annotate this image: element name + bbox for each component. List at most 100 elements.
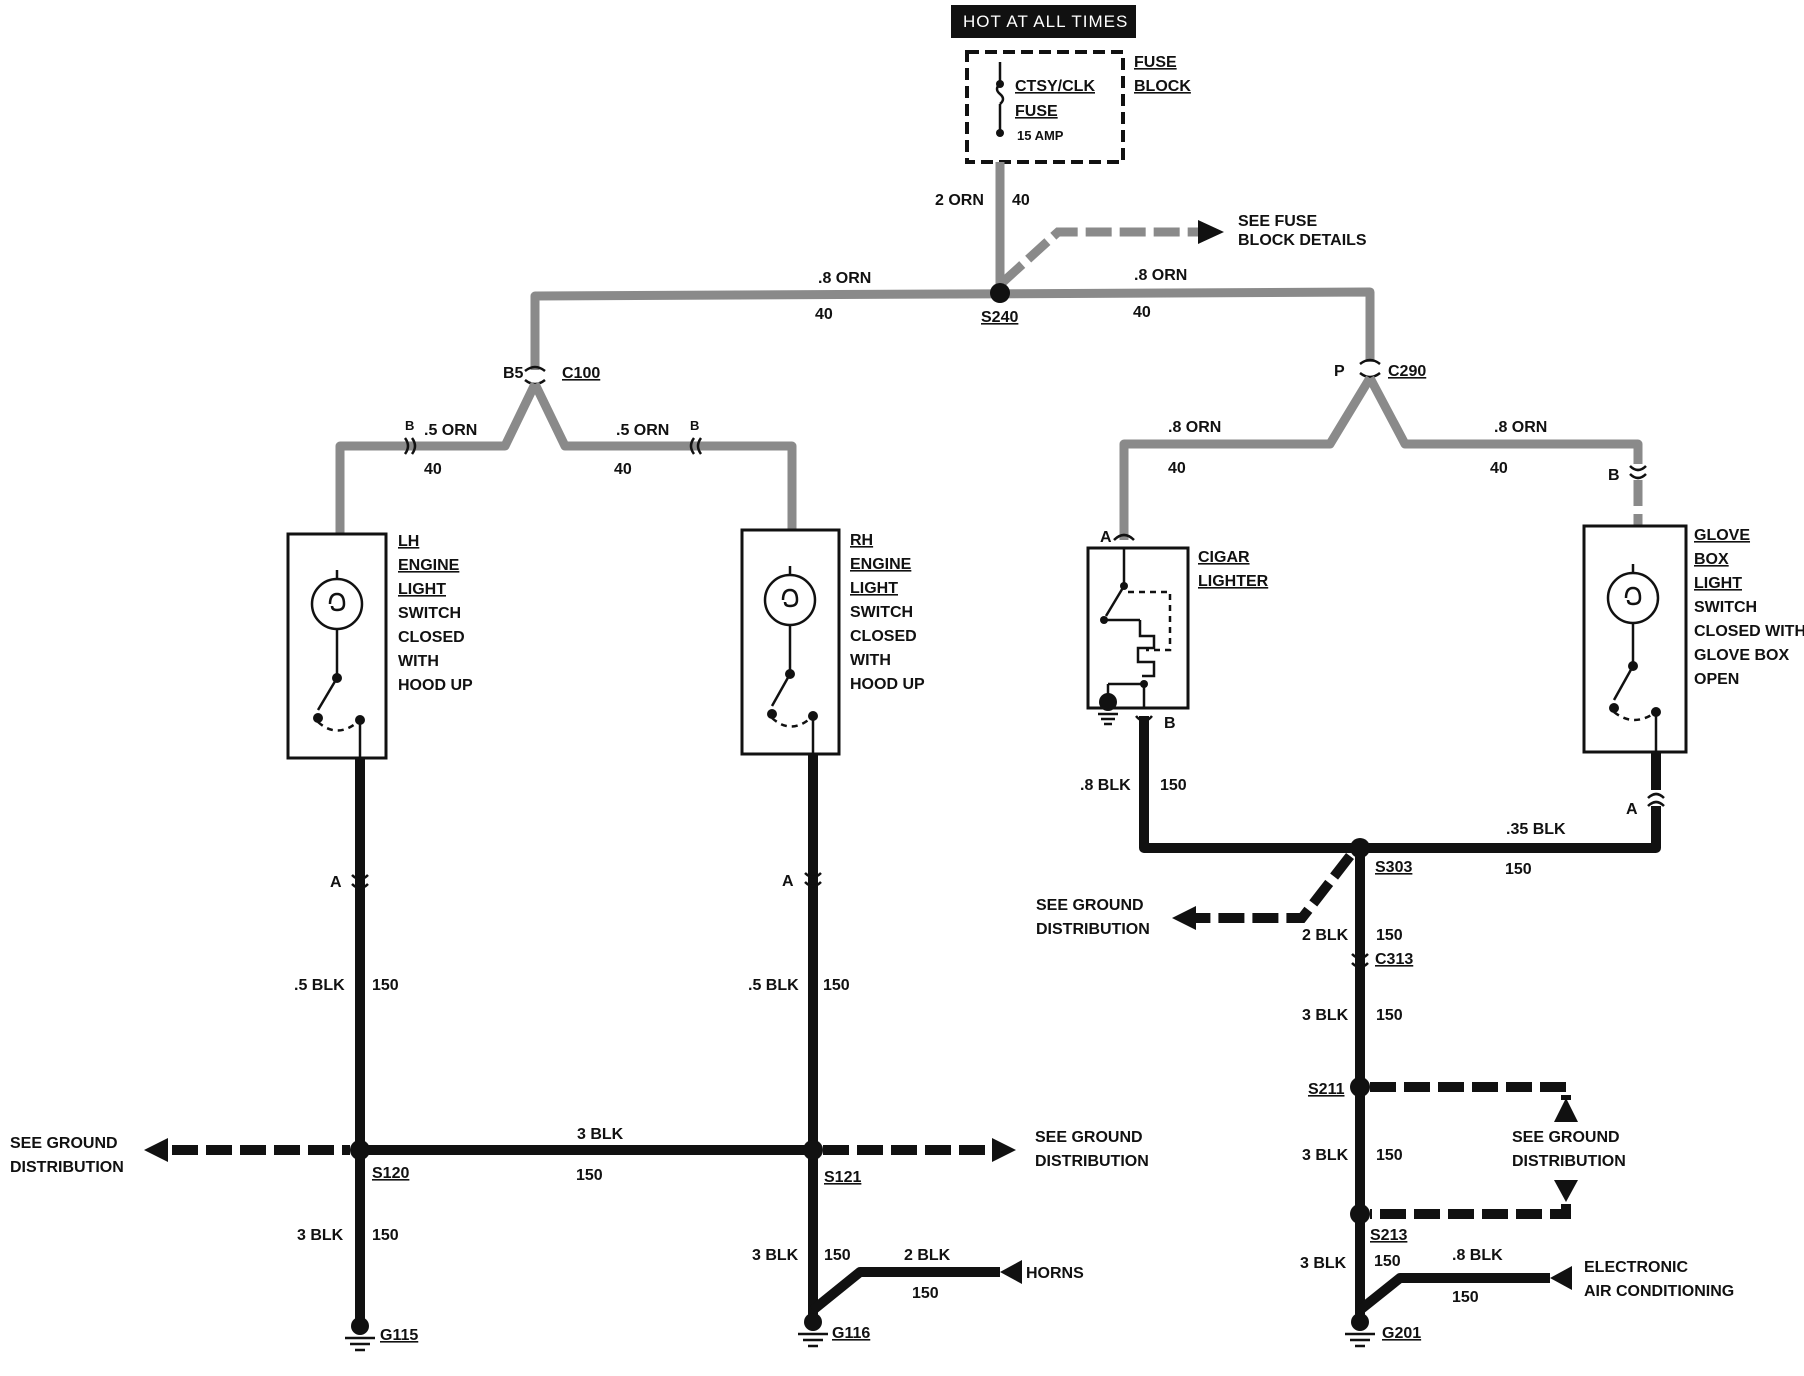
cigar-case-ground-icon [1098, 712, 1118, 726]
g115-circuit: 150 [372, 1227, 399, 1244]
svg-text:HOOD UP: HOOD UP [850, 676, 925, 693]
g115-ground-icon [345, 1336, 375, 1352]
fuse-details-ref-1: SEE FUSE [1238, 213, 1317, 230]
rh-switch-label: RH ENGINE LIGHT SWITCH CLOSED WITH HOOD … [850, 532, 925, 693]
hot-at-all-times-banner [951, 5, 1136, 38]
splice-s121 [803, 1140, 823, 1160]
glove-switch-label: GLOVE BOX LIGHT SWITCH CLOSED WITH GLOVE… [1694, 527, 1804, 688]
rh-blk-circuit: 150 [823, 977, 850, 994]
ground-g115-label: G115 [380, 1327, 418, 1344]
lh-orn-gauge: .5 ORN [424, 422, 477, 439]
cig-blk-gauge: .8 BLK [1080, 777, 1131, 794]
s211-gauge: 3 BLK [1302, 1147, 1349, 1164]
ground-ref-left-1: SEE GROUND [10, 1135, 118, 1152]
svg-text:CLOSED: CLOSED [850, 628, 917, 645]
cig-orn-gauge: .8 ORN [1168, 419, 1221, 436]
rh-pin-b: B [690, 418, 699, 433]
g201-ground-icon [1345, 1332, 1375, 1348]
splice-s303 [1350, 838, 1370, 858]
right-bus-circuit: 40 [1133, 304, 1151, 321]
ac-circuit: 150 [1452, 1289, 1479, 1306]
connector-c313-label: C313 [1375, 951, 1413, 968]
cig-blk-circuit: 150 [1160, 777, 1187, 794]
svg-text:HOOD UP: HOOD UP [398, 677, 473, 694]
horns-label: HORNS [1026, 1265, 1084, 1282]
rh-orn-gauge: .5 ORN [616, 422, 669, 439]
svg-text:SWITCH: SWITCH [850, 604, 913, 621]
rh-blk-gauge: .5 BLK [748, 977, 799, 994]
ground-ref-right-1: SEE GROUND [1512, 1129, 1620, 1146]
s213-circuit: 150 [1374, 1253, 1401, 1270]
feed-gauge: 2 ORN [935, 192, 984, 209]
glove-pin-b: B [1608, 467, 1620, 484]
svg-text:BOX: BOX [1694, 551, 1729, 568]
lh-switch-label: LH ENGINE LIGHT SWITCH CLOSED WITH HOOD … [398, 533, 473, 694]
g116-gauge: 3 BLK [752, 1247, 799, 1264]
g116-circuit: 150 [824, 1247, 851, 1264]
svg-text:RH: RH [850, 532, 873, 549]
glove-connector-a-icon [1647, 792, 1665, 807]
ground-ref-mid-1: SEE GROUND [1035, 1129, 1143, 1146]
cigar-lighter-label: CIGAR LIGHTER [1198, 549, 1269, 590]
heating-element-icon [1136, 620, 1156, 678]
lh-orn-circuit: 40 [424, 461, 442, 478]
s211-circuit: 150 [1376, 1147, 1403, 1164]
ground-ref-line-s211 [1370, 1082, 1571, 1100]
connector-c290-icon [1359, 358, 1381, 379]
left-bus-gauge: .8 ORN [818, 270, 871, 287]
ground-ref-line-s303 [1196, 852, 1354, 923]
horn-circuit: 150 [912, 1285, 939, 1302]
fuse-details-arrow-icon [1198, 220, 1224, 244]
svg-text:ENGINE: ENGINE [398, 557, 460, 574]
fuse-block-label-1: FUSE [1134, 54, 1177, 71]
svg-text:CLOSED: CLOSED [398, 629, 465, 646]
ground-g116-label: G116 [832, 1325, 870, 1342]
fuse-amp: 15 AMP [1017, 128, 1064, 143]
ground-ref-right-2: DISTRIBUTION [1512, 1153, 1626, 1170]
g116-ground-icon [798, 1332, 828, 1348]
glove-blk-circuit: 150 [1505, 861, 1532, 878]
wire-lh-feed [335, 382, 540, 533]
hot-at-all-times-label: HOT AT ALL TIMES [963, 12, 1128, 31]
wire-glove-ground [1360, 806, 1661, 853]
wire-orange-bus [530, 287, 1375, 370]
connector-c100-label: C100 [562, 365, 600, 382]
cross-gauge: 3 BLK [577, 1126, 624, 1143]
glove-blk-gauge: .35 BLK [1506, 821, 1566, 838]
svg-text:LIGHT: LIGHT [398, 581, 446, 598]
wire-cigar-feed [1119, 375, 1374, 540]
cigar-connector-a-icon [1113, 533, 1135, 541]
cross-circuit: 150 [576, 1167, 603, 1184]
splice-s120 [350, 1140, 370, 1160]
connector-rh-a-icon [804, 872, 822, 888]
cig-orn-circuit: 40 [1168, 460, 1186, 477]
svg-text:CLOSED WITH: CLOSED WITH [1694, 623, 1804, 640]
fuse-block-outline [965, 50, 1125, 164]
lh-pin-b: B [405, 418, 414, 433]
svg-text:GLOVE BOX: GLOVE BOX [1694, 647, 1789, 664]
glove-pin-a: A [1626, 801, 1638, 818]
splice-s240-label: S240 [981, 309, 1018, 326]
wire-horns [809, 1267, 1000, 1314]
ground-ref-mid-arrow-icon [992, 1138, 1016, 1162]
svg-text:WITH: WITH [850, 652, 891, 669]
svg-text:OPEN: OPEN [1694, 671, 1739, 688]
c313-gauge: 3 BLK [1302, 1007, 1349, 1024]
svg-text:ENGINE: ENGINE [850, 556, 912, 573]
ground-ref-s303-2: DISTRIBUTION [1036, 921, 1150, 938]
connector-c290-pin: P [1334, 363, 1345, 380]
glove-orn-circuit: 40 [1490, 460, 1508, 477]
connector-lh-b-icon [403, 437, 417, 455]
splice-s240 [990, 283, 1010, 303]
ground-ref-s303-arrow-icon [1172, 906, 1196, 930]
ground-ref-left-arrow-icon [144, 1138, 168, 1162]
lh-blk-circuit: 150 [372, 977, 399, 994]
svg-text:LIGHT: LIGHT [850, 580, 898, 597]
fuse-block-label-2: BLOCK [1134, 78, 1191, 95]
fuse-label: FUSE [1015, 103, 1058, 120]
s303-circuit: 150 [1376, 927, 1403, 944]
splice-s120-label: S120 [372, 1165, 409, 1182]
feed-circuit: 40 [1012, 192, 1030, 209]
svg-text:GLOVE: GLOVE [1694, 527, 1750, 544]
